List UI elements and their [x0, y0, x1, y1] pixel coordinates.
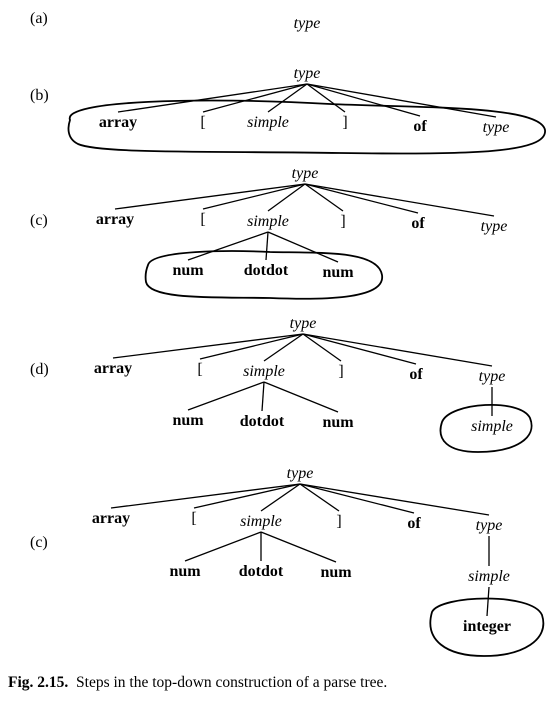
highlight-loop — [67, 99, 546, 155]
tree-node: type — [479, 368, 506, 385]
tree-edge — [184, 531, 262, 562]
tree-node: ] — [342, 114, 347, 131]
tree-node: [ — [200, 114, 205, 131]
tree-node: array — [92, 510, 130, 527]
tree-node: num — [169, 563, 201, 580]
tree-edge — [202, 183, 306, 210]
tree-edge — [187, 231, 269, 261]
tree-edge — [263, 333, 304, 362]
tree-edge — [267, 83, 308, 113]
tree-edge — [267, 231, 339, 263]
tree-node: of — [407, 515, 421, 532]
tree-node: array — [96, 211, 134, 228]
tree-node: dotdot — [240, 413, 285, 430]
tree-edge — [304, 183, 495, 217]
step-label: (b) — [30, 87, 49, 104]
tree-node: ] — [338, 363, 343, 380]
tree-edge — [112, 333, 304, 359]
tree-edge — [117, 83, 308, 113]
tree-edge — [110, 483, 301, 509]
highlight-loop — [439, 403, 533, 453]
tree-node: type — [476, 517, 503, 534]
tree-edge — [304, 183, 344, 212]
tree-node: array — [94, 360, 132, 377]
tree-node: type — [294, 15, 321, 32]
step-2: (b) type array [ simple] of type — [30, 65, 546, 155]
tree-node: num — [322, 264, 354, 281]
tree-node: type — [287, 465, 314, 482]
tree-node: of — [409, 366, 423, 383]
tree-node: type — [483, 119, 510, 136]
tree-edge — [261, 381, 265, 412]
tree-edge — [299, 483, 415, 514]
tree-node: simple — [240, 513, 282, 530]
step-label: (c) — [30, 534, 48, 551]
figure-caption: Fig. 2.15. Steps in the top-down constru… — [8, 674, 553, 692]
tree-node: type — [292, 165, 319, 182]
parse-tree-diagram: (a) type (b) type array [ simple] of type (c) type… — [30, 10, 546, 657]
step-label: (c) — [30, 212, 48, 229]
step-3: (c) type array [ simple] of type num dotdot num — [30, 165, 508, 300]
highlight-loop — [144, 250, 383, 300]
tree-edge — [306, 83, 346, 113]
tree-node: type — [294, 65, 321, 82]
tree-edge — [193, 483, 301, 509]
tree-edge — [260, 483, 301, 512]
tree-node: simple — [471, 418, 513, 435]
step-5: (c) type array [ simple] of type num dotdot num si… — [30, 465, 545, 657]
tree-edge — [306, 83, 421, 117]
tree-edge — [299, 483, 340, 512]
tree-node: simple — [247, 213, 289, 230]
step-4: (d) type array [ simple] of type num dotdot num si… — [30, 315, 533, 453]
tree-edge — [299, 483, 490, 516]
tree-edge — [187, 381, 265, 411]
tree-node: of — [413, 118, 427, 135]
tree-node: [ — [191, 510, 196, 527]
tree-node: ] — [340, 213, 345, 230]
tree-node: [ — [200, 211, 205, 228]
tree-node: array — [99, 114, 137, 131]
tree-node: num — [172, 262, 204, 279]
tree-edge — [202, 83, 308, 113]
highlight-loop — [429, 597, 545, 657]
tree-node: simple — [247, 114, 289, 131]
tree-node: integer — [463, 618, 511, 635]
tree-edge — [265, 231, 269, 261]
tree-edge — [199, 333, 304, 360]
tree-node: type — [481, 218, 508, 235]
step-label: (a) — [30, 10, 48, 27]
tree-node: type — [290, 315, 317, 332]
tree-node: num — [172, 412, 204, 429]
tree-node: num — [320, 564, 352, 581]
tree-node: dotdot — [239, 563, 284, 580]
tree-node: num — [322, 414, 354, 431]
tree-edge — [267, 183, 306, 212]
tree-edge — [306, 83, 497, 118]
tree-edge — [260, 531, 337, 563]
tree-node: of — [411, 215, 425, 232]
tree-node: [ — [197, 361, 202, 378]
tree-node: simple — [243, 363, 285, 380]
tree-edge — [302, 333, 493, 367]
tree-edge — [263, 381, 339, 413]
tree-edge — [304, 183, 419, 214]
tree-edge — [302, 333, 417, 365]
tree-edge — [302, 333, 342, 362]
tree-edge — [486, 586, 490, 617]
tree-node: dotdot — [244, 262, 289, 279]
caption-figure-number: Fig. 2.15. — [8, 674, 69, 691]
tree-node: ] — [336, 513, 341, 530]
step-1: (a) type — [30, 10, 320, 32]
tree-edge — [114, 183, 306, 210]
caption-text: Steps in the top-down construction of a … — [76, 674, 388, 691]
tree-node: simple — [468, 568, 510, 585]
step-label: (d) — [30, 361, 49, 378]
